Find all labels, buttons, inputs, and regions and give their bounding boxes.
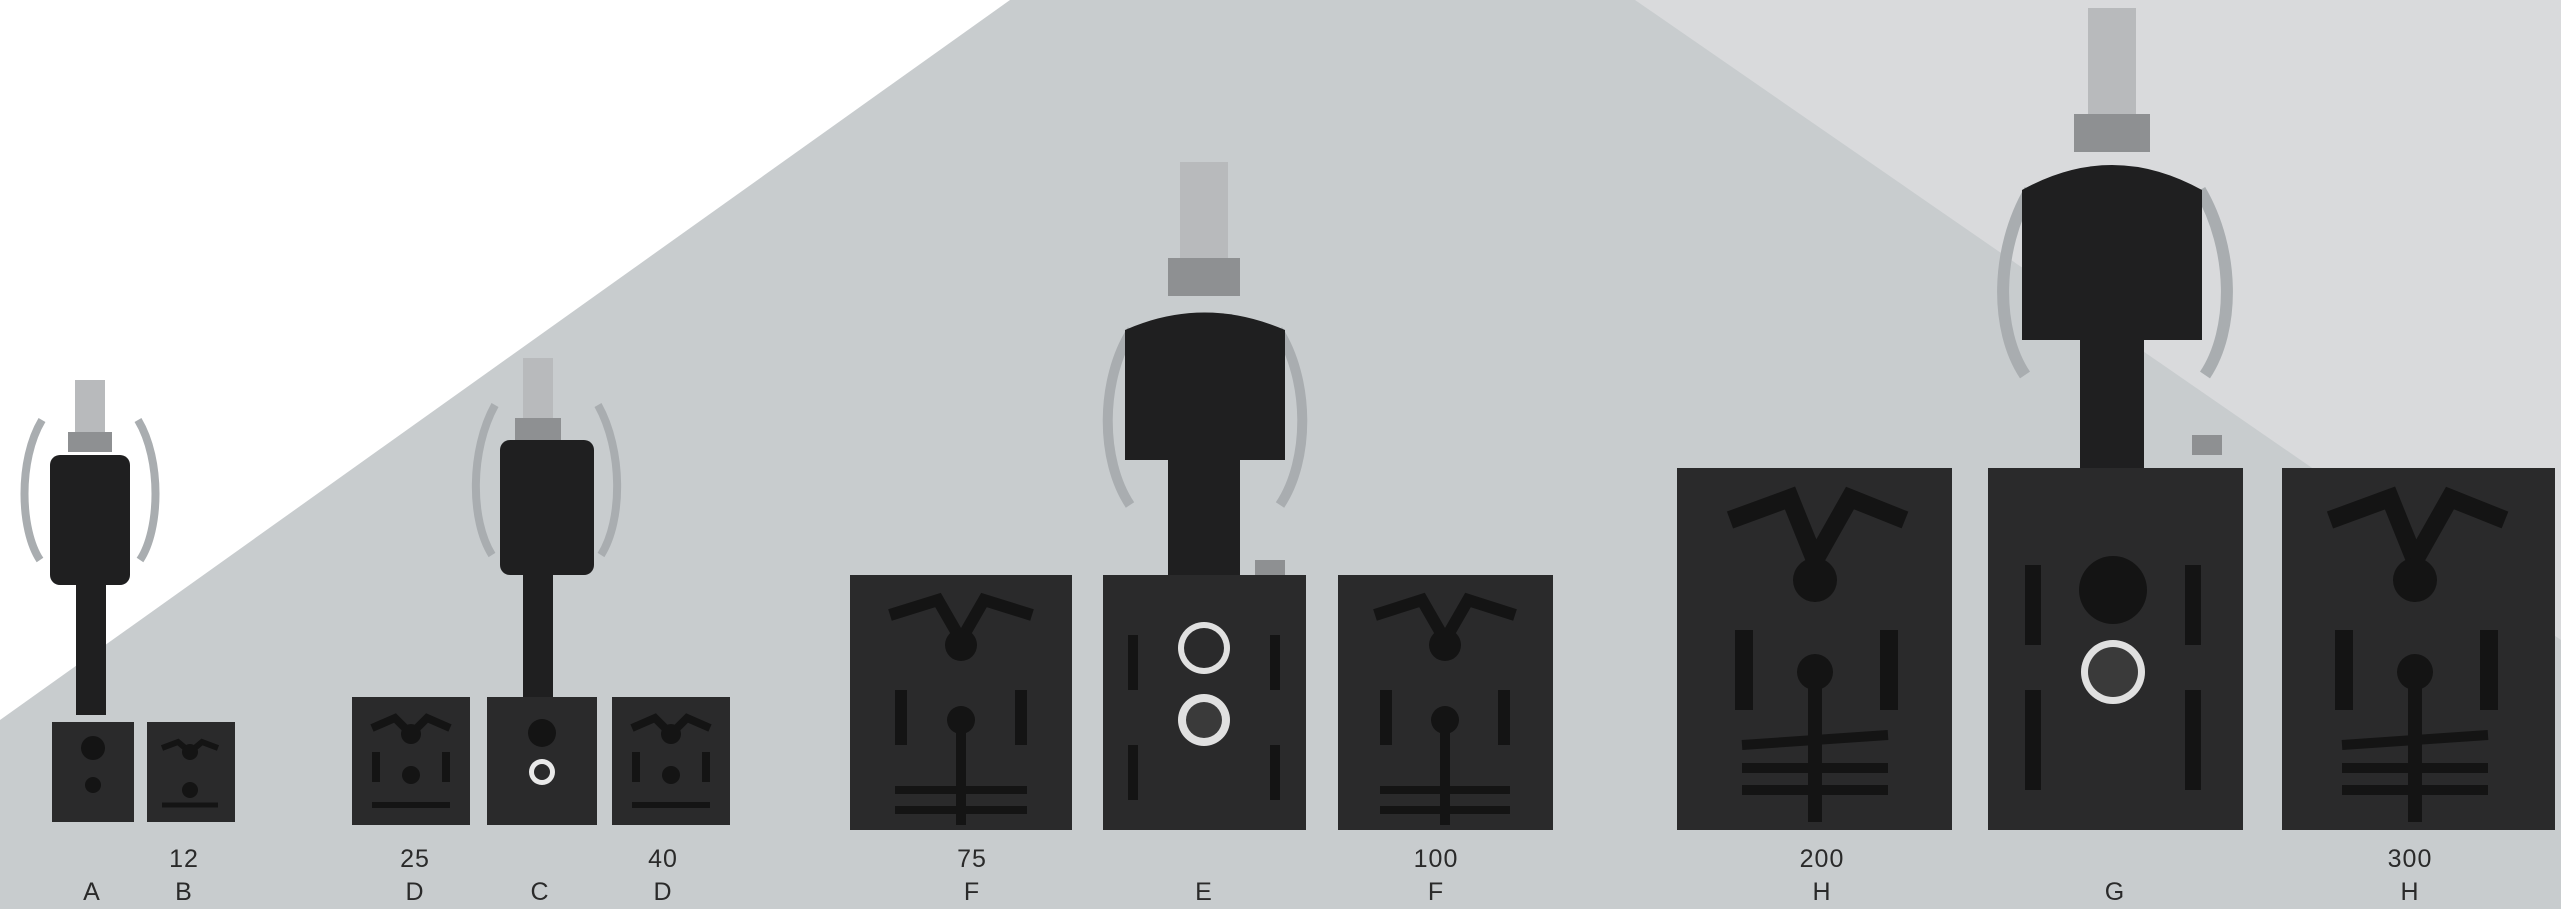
size-label-f-100: 100 bbox=[1413, 845, 1459, 873]
size-label-d-40: 40 bbox=[648, 845, 678, 873]
size-label-d-25: 25 bbox=[400, 845, 430, 873]
size-label-h-300: 300 bbox=[2387, 845, 2433, 873]
letter-label-f-100: F bbox=[1427, 878, 1445, 906]
clamp-icon bbox=[20, 417, 160, 563]
clamp-icon bbox=[471, 403, 622, 558]
letter-label-a: A bbox=[83, 878, 101, 906]
letter-label-c: C bbox=[530, 878, 550, 906]
letter-label-d-25: D bbox=[405, 878, 425, 906]
clamp-icon bbox=[1997, 186, 2233, 379]
size-label-f-75: 75 bbox=[957, 845, 987, 873]
letter-label-g: G bbox=[2104, 878, 2126, 906]
clamp-icon bbox=[1102, 327, 1308, 508]
letter-label-e: E bbox=[1195, 878, 1213, 906]
size-label-b: 12 bbox=[169, 845, 199, 873]
letter-label-h-300: H bbox=[2400, 878, 2420, 906]
size-label-h-200: 200 bbox=[1799, 845, 1845, 873]
letter-label-b: B bbox=[175, 878, 193, 906]
letter-label-f-75: F bbox=[963, 878, 981, 906]
letter-label-d-40: D bbox=[653, 878, 673, 906]
letter-label-h-200: H bbox=[1812, 878, 1832, 906]
